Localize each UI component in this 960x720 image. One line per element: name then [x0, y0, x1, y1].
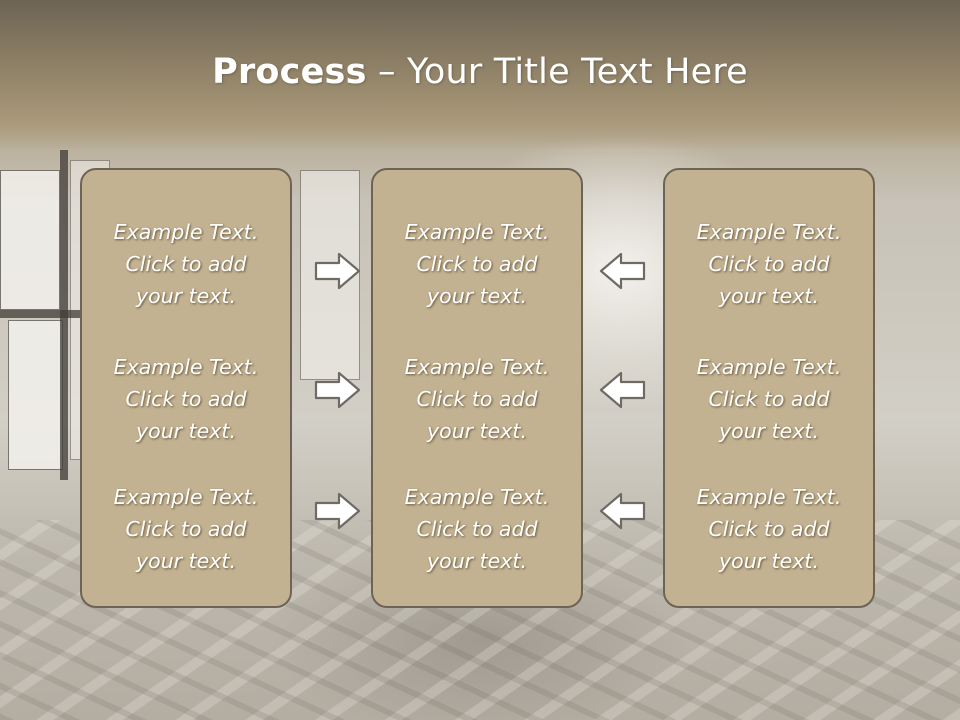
text-line: your text.	[136, 419, 236, 443]
text-line: Click to add	[125, 252, 247, 276]
title-band	[0, 0, 960, 150]
text-line: your text.	[136, 549, 236, 573]
text-line: Example Text.	[696, 355, 842, 379]
text-line: Click to add	[125, 517, 247, 541]
process-card-right[interactable]: Example Text. Click to add your text. Ex…	[663, 168, 875, 608]
arrow-right-icon[interactable]	[313, 369, 363, 411]
text-line: Example Text.	[696, 220, 842, 244]
text-placeholder[interactable]: Example Text. Click to add your text.	[665, 216, 873, 312]
text-line: your text.	[427, 419, 527, 443]
text-line: Example Text.	[113, 485, 259, 509]
text-line: Click to add	[416, 252, 538, 276]
arrow-right-icon[interactable]	[313, 250, 363, 292]
process-card-center[interactable]: Example Text. Click to add your text. Ex…	[371, 168, 583, 608]
text-line: your text.	[136, 284, 236, 308]
text-line: Click to add	[416, 387, 538, 411]
text-line: Example Text.	[404, 485, 550, 509]
text-line: your text.	[719, 419, 819, 443]
title-bold: Process	[212, 52, 367, 92]
text-placeholder[interactable]: Example Text. Click to add your text.	[82, 351, 290, 447]
text-line: your text.	[719, 549, 819, 573]
text-placeholder[interactable]: Example Text. Click to add your text.	[665, 481, 873, 577]
text-line: Example Text.	[696, 485, 842, 509]
arrow-left-icon[interactable]	[597, 490, 647, 532]
text-line: Click to add	[708, 387, 830, 411]
text-placeholder[interactable]: Example Text. Click to add your text.	[373, 481, 581, 577]
text-line: your text.	[427, 284, 527, 308]
text-line: Click to add	[416, 517, 538, 541]
text-line: Example Text.	[113, 220, 259, 244]
process-card-left[interactable]: Example Text. Click to add your text. Ex…	[80, 168, 292, 608]
text-placeholder[interactable]: Example Text. Click to add your text.	[82, 481, 290, 577]
text-line: Example Text.	[113, 355, 259, 379]
text-line: Click to add	[708, 252, 830, 276]
text-line: your text.	[719, 284, 819, 308]
arrow-left-icon[interactable]	[597, 369, 647, 411]
arrow-left-icon[interactable]	[597, 250, 647, 292]
text-placeholder[interactable]: Example Text. Click to add your text.	[373, 351, 581, 447]
slide-title[interactable]: Process – Your Title Text Here	[0, 52, 960, 92]
text-placeholder[interactable]: Example Text. Click to add your text.	[665, 351, 873, 447]
text-line: Click to add	[125, 387, 247, 411]
text-line: your text.	[427, 549, 527, 573]
title-rest: – Your Title Text Here	[366, 52, 748, 92]
text-placeholder[interactable]: Example Text. Click to add your text.	[82, 216, 290, 312]
text-line: Example Text.	[404, 355, 550, 379]
text-line: Click to add	[708, 517, 830, 541]
text-placeholder[interactable]: Example Text. Click to add your text.	[373, 216, 581, 312]
text-line: Example Text.	[404, 220, 550, 244]
arrow-right-icon[interactable]	[313, 490, 363, 532]
